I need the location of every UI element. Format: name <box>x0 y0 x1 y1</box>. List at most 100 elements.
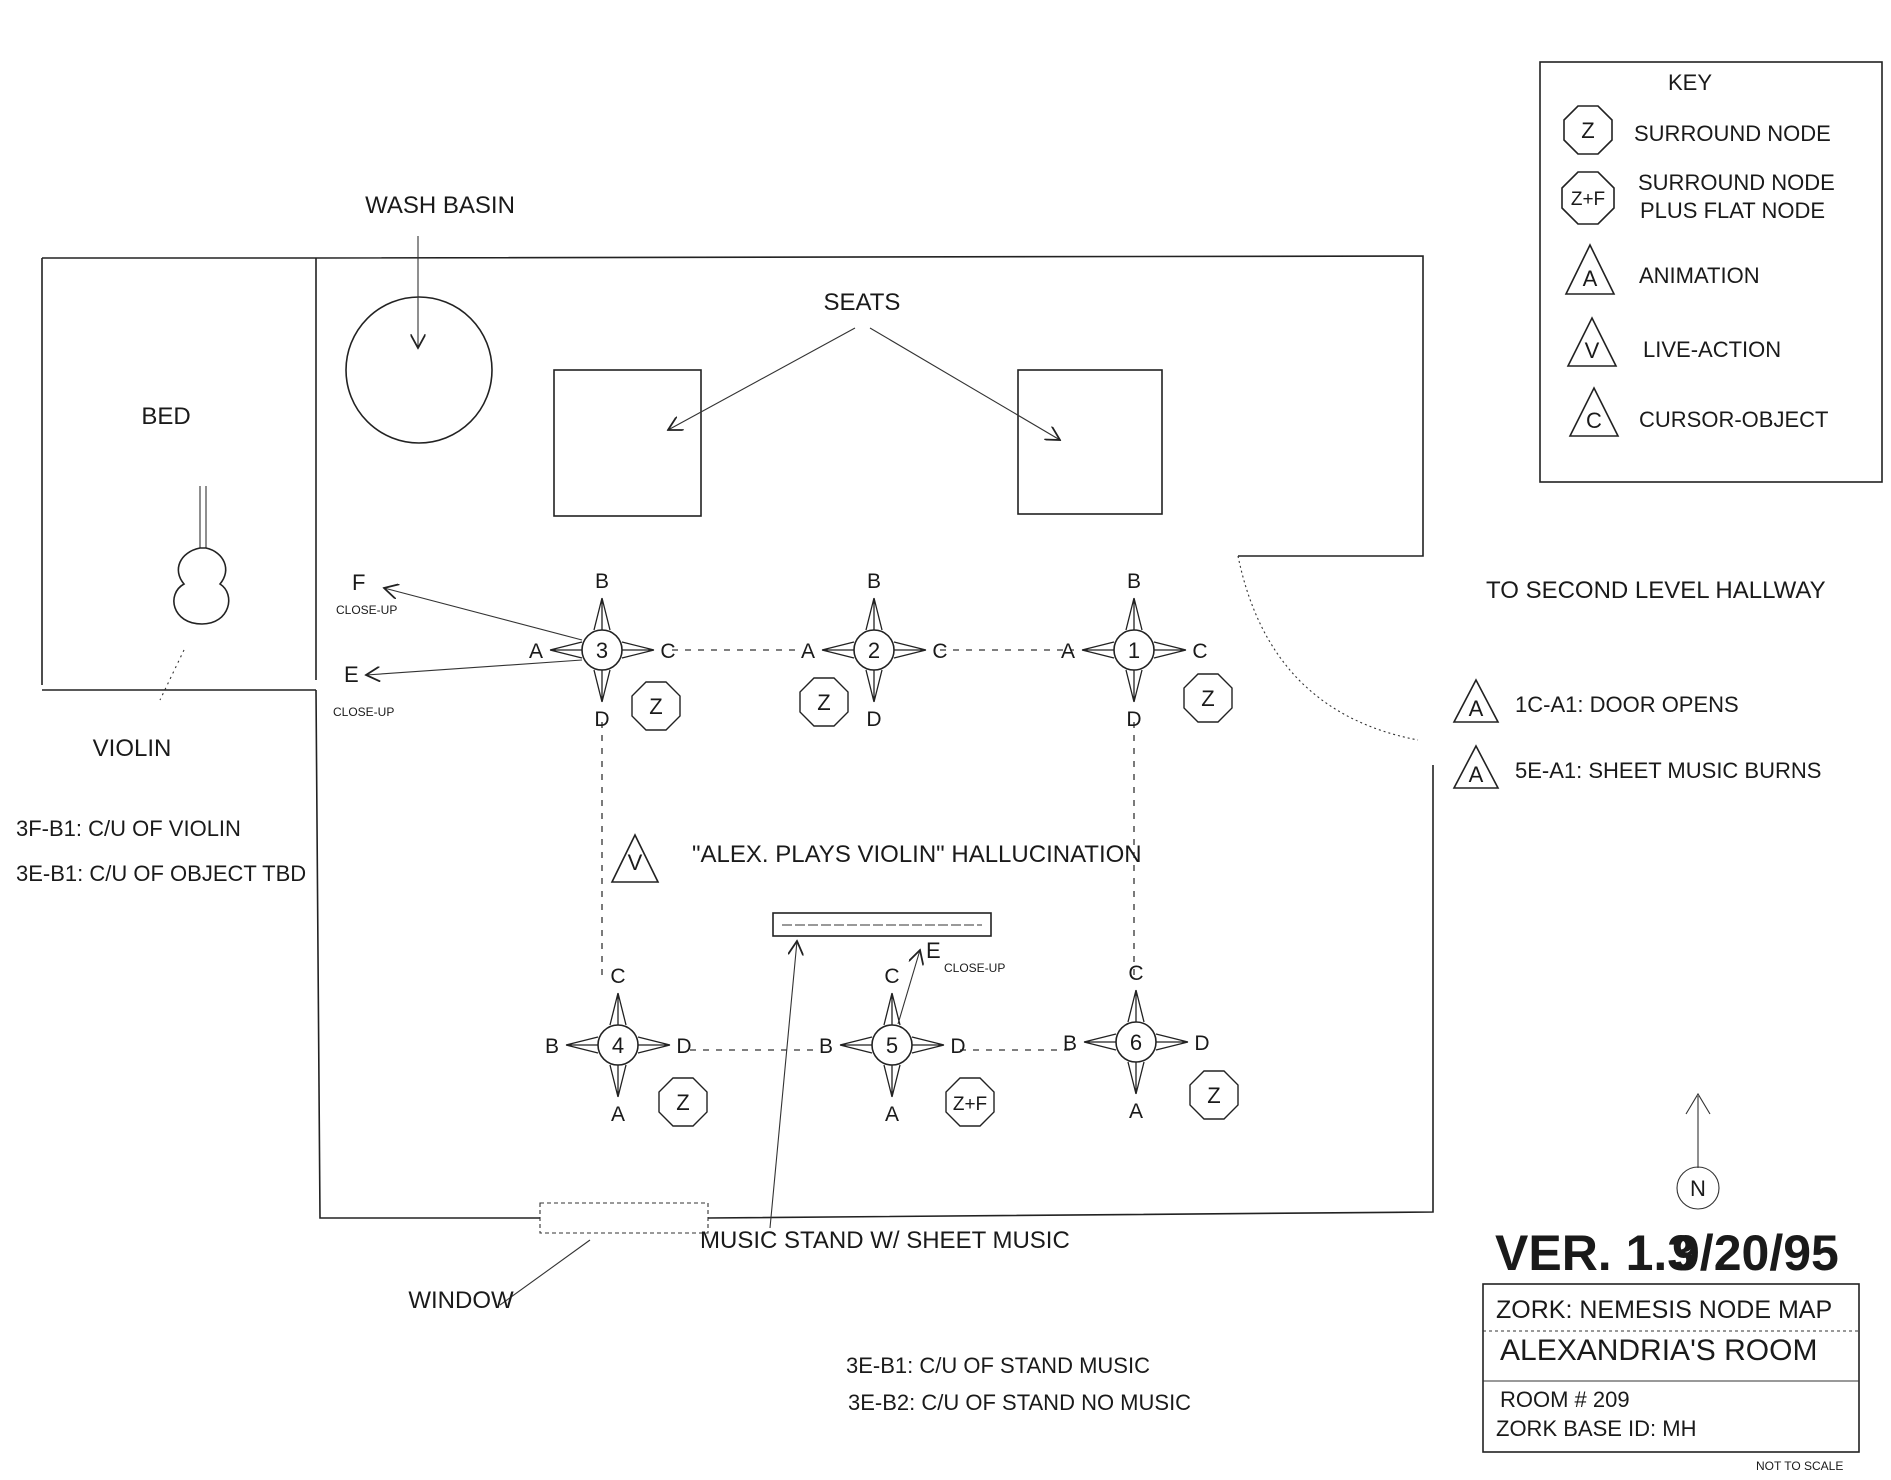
node-dir-top: B <box>1127 570 1141 593</box>
node-number: 4 <box>612 1033 624 1058</box>
svg-text:C: C <box>1586 408 1602 433</box>
node-3[interactable]: 3 B D A C Z <box>529 570 681 731</box>
svg-text:A: A <box>1583 266 1598 291</box>
svg-text:PLUS FLAT NODE: PLUS FLAT NODE <box>1640 198 1825 223</box>
node-direction-arrows <box>1081 597 1187 703</box>
node-badge-octagon <box>1189 1070 1239 1120</box>
node-number: 1 <box>1128 638 1140 663</box>
note-left-2: 3E-B1: C/U OF OBJECT TBD <box>16 861 306 886</box>
hallucination-symbol: V <box>628 850 643 875</box>
node-dir-right: C <box>660 640 675 663</box>
node-direction-arrows <box>549 597 655 703</box>
node-dir-top: B <box>595 570 609 593</box>
node-dir-right: C <box>932 640 947 663</box>
svg-text:LIVE-ACTION: LIVE-ACTION <box>1643 337 1781 362</box>
node-badge-label: Z <box>817 690 830 715</box>
legend-key: KEY Z SURROUND NODE Z+F SURROUND NODE PL… <box>1539 61 1883 483</box>
seat-right <box>1017 369 1163 515</box>
node-badge-label: Z <box>649 694 662 719</box>
title-line-2: ALEXANDRIA'S ROOM <box>1500 1334 1817 1367</box>
node-dir-bottom: D <box>594 708 609 731</box>
node-5-exit-arrow <box>897 950 920 1025</box>
title-line-1: ZORK: NEMESIS NODE MAP <box>1496 1296 1832 1324</box>
node-dir-bottom: A <box>885 1103 899 1126</box>
note-left-1: 3F-B1: C/U OF VIOLIN <box>16 816 241 841</box>
version-date: 9/20/95 <box>1672 1225 1839 1281</box>
node-dir-left: B <box>819 1035 833 1058</box>
violin-label: VIOLIN <box>93 735 172 762</box>
node-circle <box>581 629 623 671</box>
hallucination-marker: V <box>610 833 660 883</box>
not-to-scale: NOT TO SCALE <box>1756 1459 1843 1473</box>
node-badge-label: Z <box>1201 686 1214 711</box>
bed-label: BED <box>141 403 190 430</box>
node-circle <box>853 629 895 671</box>
animation-2: A 5E-A1: SHEET MUSIC BURNS <box>1452 744 1821 789</box>
seats-arrow-right <box>869 327 1060 440</box>
key-animation: A ANIMATION <box>1564 243 1760 295</box>
version-label: VER. 1.3 <box>1495 1225 1695 1281</box>
svg-text:A: A <box>1469 762 1484 787</box>
animation-1-label: 1C-A1: DOOR OPENS <box>1515 692 1739 717</box>
key-surround-flat-node: Z+F SURROUND NODE PLUS FLAT NODE <box>1561 170 1835 225</box>
node-number: 2 <box>868 638 880 663</box>
svg-text:Z: Z <box>1581 118 1594 143</box>
key-title: KEY <box>1668 70 1712 95</box>
node-dir-top: C <box>1128 962 1143 985</box>
node-dir-top: C <box>610 965 625 988</box>
key-surround-node: Z SURROUND NODE <box>1563 105 1831 155</box>
node-dir-right: D <box>950 1035 965 1058</box>
svg-text:CURSOR-OBJECT: CURSOR-OBJECT <box>1639 407 1828 432</box>
node-badge-octagon <box>658 1077 708 1127</box>
note-bottom-1: 3E-B1: C/U OF STAND MUSIC <box>846 1353 1150 1378</box>
node-dir-right: D <box>1194 1032 1209 1055</box>
seat-left <box>553 369 702 517</box>
svg-text:Z+F: Z+F <box>1571 189 1605 210</box>
node-direction-arrows <box>1083 989 1189 1095</box>
north-arrow: N <box>1676 1092 1720 1210</box>
window-label: WINDOW <box>408 1287 514 1314</box>
key-cursor-object: C CURSOR-OBJECT <box>1568 386 1828 437</box>
violin-drawing <box>159 486 230 701</box>
node-dir-bottom: D <box>1126 708 1141 731</box>
title-line-4: ZORK BASE ID: MH <box>1496 1416 1696 1441</box>
note-bottom-2: 3E-B2: C/U OF STAND NO MUSIC <box>848 1390 1191 1415</box>
node-5[interactable]: 5 C A B D Z+F <box>819 965 995 1127</box>
node-badge-label: Z+F <box>953 1094 987 1115</box>
svg-text:V: V <box>1585 338 1600 363</box>
wash-basin-label: WASH BASIN <box>365 192 515 219</box>
node-dir-bottom: A <box>611 1103 625 1126</box>
svg-text:SURROUND NODE: SURROUND NODE <box>1638 170 1835 195</box>
animation-2-label: 5E-A1: SHEET MUSIC BURNS <box>1515 758 1821 783</box>
node-dir-left: A <box>1061 640 1075 663</box>
node-dir-left: B <box>1063 1032 1077 1055</box>
exit-f-closeup: CLOSE-UP <box>336 603 397 617</box>
node-direction-arrows <box>821 597 927 703</box>
title-line-3: ROOM # 209 <box>1500 1387 1630 1412</box>
node-dir-bottom: A <box>1129 1100 1143 1123</box>
node-dir-right: D <box>676 1035 691 1058</box>
title-block: ZORK: NEMESIS NODE MAP ALEXANDRIA'S ROOM… <box>1482 1283 1860 1453</box>
node-3-exits <box>366 588 583 675</box>
window <box>499 1202 709 1306</box>
svg-text:SURROUND NODE: SURROUND NODE <box>1634 121 1831 146</box>
svg-text:ANIMATION: ANIMATION <box>1639 263 1760 288</box>
node-dir-top: C <box>884 965 899 988</box>
node-badge-octagon <box>631 681 681 731</box>
node-dir-left: A <box>529 640 543 663</box>
node-badge-octagon <box>1183 673 1233 723</box>
node-number: 3 <box>596 638 608 663</box>
node-badge-octagon <box>799 677 849 727</box>
node-dir-left: B <box>545 1035 559 1058</box>
node-number: 5 <box>886 1033 898 1058</box>
exit-e-stand-label: E <box>926 938 941 963</box>
node-circle <box>597 1024 639 1066</box>
wash-basin <box>345 236 493 444</box>
hallucination-label: "ALEX. PLAYS VIOLIN" HALLUCINATION <box>692 841 1142 868</box>
room-outline <box>41 255 1434 1219</box>
